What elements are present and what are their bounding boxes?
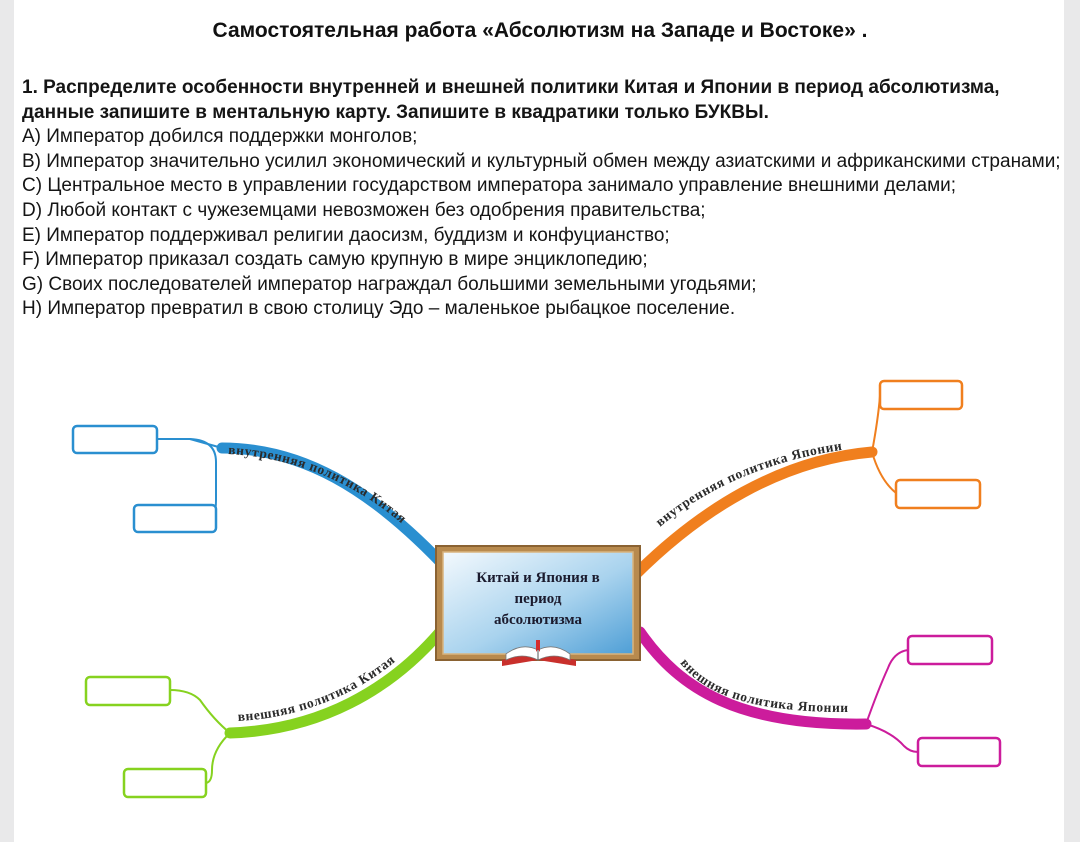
option-h: H) Император превратил в свою столицу Эд…: [22, 298, 736, 320]
answer-box-china-external-1[interactable]: [84, 675, 172, 707]
answer-box-china-external-2[interactable]: [122, 767, 208, 799]
branch-china-external: внешняя политика Китая: [84, 626, 446, 799]
answer-box-china-internal-1[interactable]: [71, 424, 159, 455]
answer-box-japan-external-1[interactable]: [906, 634, 994, 666]
center-topic: Китай и Япония в период абсолютизма: [446, 568, 630, 631]
option-e: E) Император поддерживал религии даосизм…: [22, 224, 670, 246]
option-f: F) Император приказал создать самую круп…: [22, 249, 648, 271]
answer-box-japan-internal-1[interactable]: [878, 379, 964, 411]
option-b: B) Император значительно усилил экономич…: [22, 150, 1061, 172]
task-question: 1. Распределите особенности внутренней и…: [22, 77, 1000, 123]
task-block: 1. Распределите особенности внутренней и…: [22, 76, 1062, 322]
center-line-2: период: [514, 591, 562, 607]
center-line-1: Китай и Япония в: [476, 570, 600, 586]
branch-japan-external: внешняя политика Японии: [634, 626, 1002, 768]
label-japan-external: внешняя политика Японии: [678, 655, 849, 715]
option-d: D) Любой контакт с чужеземцами невозможе…: [22, 199, 706, 221]
branch-japan-internal: внутренняя политика Японии: [628, 379, 982, 582]
answer-box-japan-internal-2[interactable]: [894, 478, 982, 510]
book-icon: [502, 640, 576, 666]
option-c: C) Центральное место в управлении госуда…: [22, 175, 957, 197]
answer-box-china-internal-2[interactable]: [132, 503, 218, 534]
worksheet-page: [14, 0, 1064, 842]
answer-box-japan-external-2[interactable]: [916, 736, 1002, 768]
page-title: Самостоятельная работа «Абсолютизм на За…: [212, 19, 868, 42]
center-board: [435, 545, 641, 666]
center-line-3: абсолютизма: [493, 612, 583, 628]
option-g: G) Своих последователей император награж…: [22, 273, 757, 295]
option-a: A) Император добился поддержки монголов;: [22, 126, 418, 148]
branch-china-internal: внутренняя политика Китая: [71, 424, 456, 578]
